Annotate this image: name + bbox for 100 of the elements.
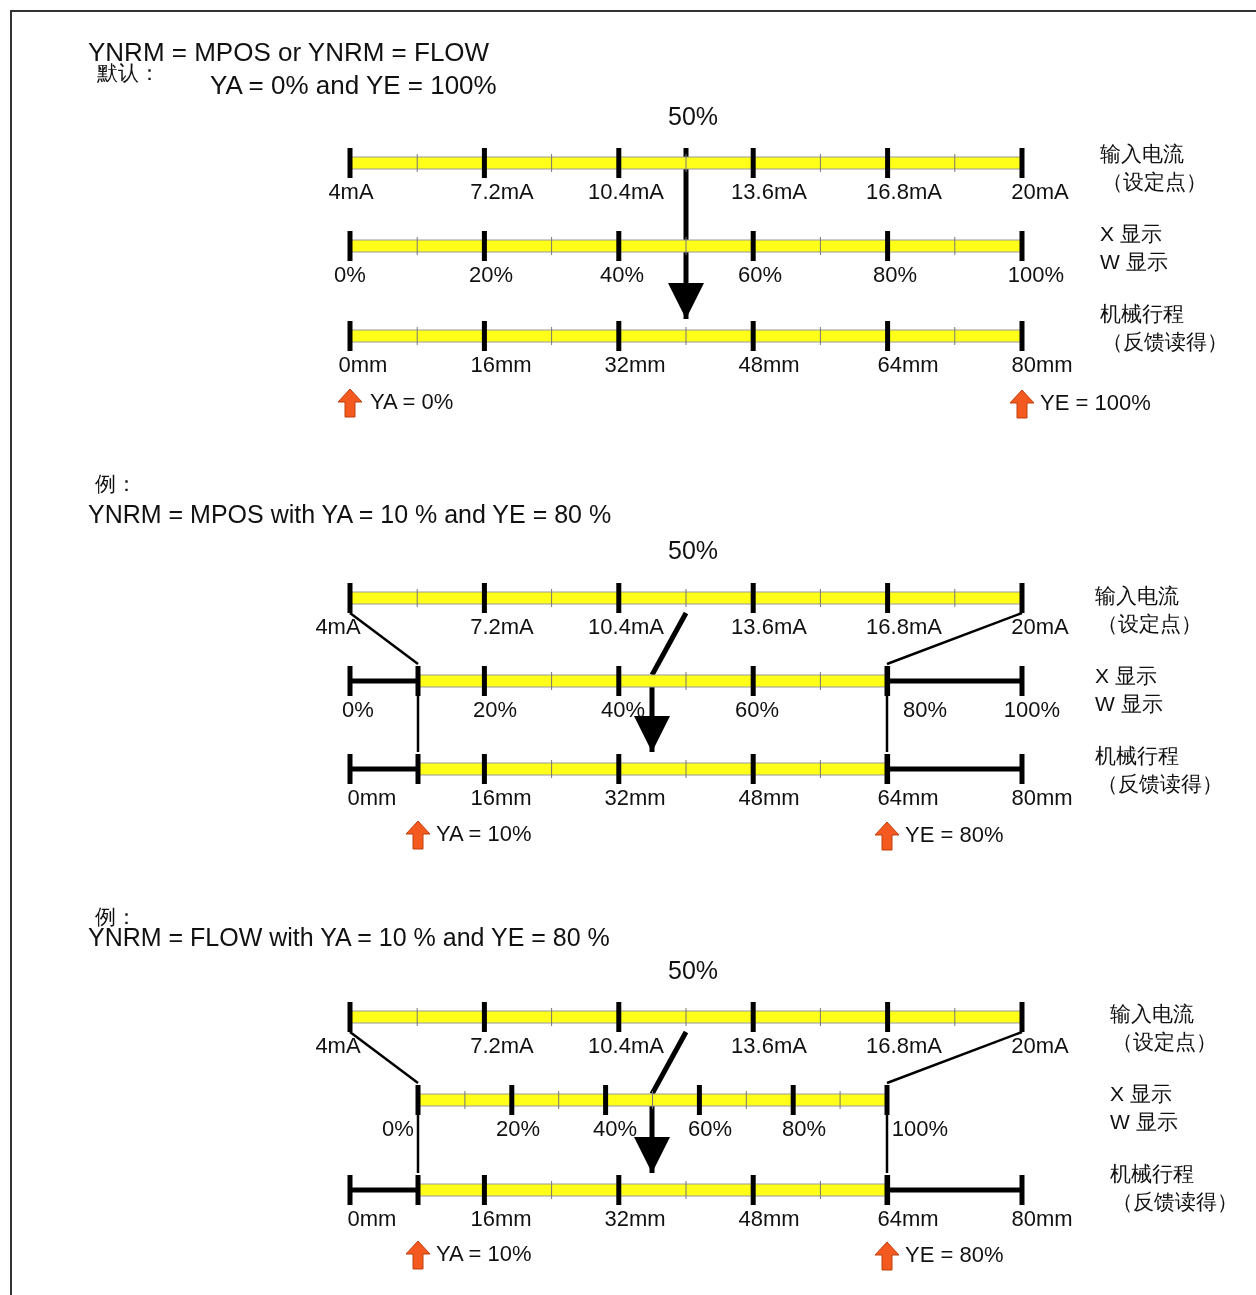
connector-line xyxy=(886,611,1023,666)
axis-caption: 机械行程 xyxy=(1110,1162,1194,1184)
axis-caption: （反馈读得） xyxy=(1097,772,1223,794)
tick-label: 100% xyxy=(1007,264,1065,286)
arrow xyxy=(668,252,704,319)
axis-caption: W 显示 xyxy=(1110,1110,1178,1132)
value-label: 50% xyxy=(668,957,718,983)
tick-label: 13.6mA xyxy=(731,616,807,638)
axis-caption: （反馈读得） xyxy=(1102,330,1228,352)
tick-label: 32mm xyxy=(604,1208,666,1230)
heading: 默认： xyxy=(97,61,160,83)
tick-label: 10.4mA xyxy=(588,1035,664,1057)
axis-caption: 机械行程 xyxy=(1095,744,1179,766)
tick-label: 32mm xyxy=(604,787,666,809)
heading: YA = 0% and YE = 100% xyxy=(210,72,497,98)
tick-label: 0% xyxy=(334,264,366,286)
tick-label: 80mm xyxy=(1011,787,1073,809)
tick-label: 64mm xyxy=(877,1208,939,1230)
tick-label: 16mm xyxy=(470,354,532,376)
axis-caption: X 显示 xyxy=(1100,222,1162,244)
tick-label: 64mm xyxy=(877,354,939,376)
scale-bar xyxy=(346,664,1026,698)
tick-label: 100% xyxy=(1003,699,1061,721)
marker-label: YE = 100% xyxy=(1040,392,1151,414)
scale-bar xyxy=(346,581,1026,615)
tick-label: 40% xyxy=(601,699,645,721)
tick-label: 0mm xyxy=(347,1208,397,1230)
tick-label: 0% xyxy=(382,1118,414,1140)
tick-label: 48mm xyxy=(738,787,800,809)
tick-label: 10.4mA xyxy=(588,181,664,203)
tick-label: 7.2mA xyxy=(470,616,534,638)
connector-line xyxy=(416,696,420,752)
tick-label: 16mm xyxy=(470,1208,532,1230)
axis-caption: 输入电流 xyxy=(1095,584,1179,606)
tick-label: 7.2mA xyxy=(470,1035,534,1057)
tick-label: 20mA xyxy=(1011,1035,1069,1057)
tick-label: 60% xyxy=(735,699,779,721)
tick-label: 48mm xyxy=(738,354,800,376)
axis-caption: （设定点） xyxy=(1102,170,1207,192)
tick-label: 60% xyxy=(688,1118,732,1140)
arrow xyxy=(634,687,670,752)
connector-line xyxy=(885,1115,889,1173)
marker-label: YA = 0% xyxy=(370,391,454,413)
tick-label: 100% xyxy=(891,1118,949,1140)
scale-bar xyxy=(346,229,1026,263)
tick-label: 20mA xyxy=(1011,616,1069,638)
tick-label: 60% xyxy=(738,264,782,286)
marker-label: YA = 10% xyxy=(436,823,532,845)
connector-line xyxy=(886,1030,1023,1085)
connector-line xyxy=(349,612,419,665)
tick-label: 80mm xyxy=(1011,354,1073,376)
marker-label: YE = 80% xyxy=(905,824,1004,846)
tick-label: 48mm xyxy=(738,1208,800,1230)
arrow xyxy=(634,1106,670,1173)
value-label: 50% xyxy=(668,103,718,129)
scale-bar xyxy=(346,752,1026,786)
connector-line xyxy=(649,1030,689,1096)
tick-label: 13.6mA xyxy=(731,181,807,203)
axis-caption: 输入电流 xyxy=(1110,1002,1194,1024)
tick-label: 7.2mA xyxy=(470,181,534,203)
tick-label: 80% xyxy=(873,264,917,286)
tick-label: 80mm xyxy=(1011,1208,1073,1230)
tick-label: 80% xyxy=(903,699,947,721)
tick-label: 40% xyxy=(600,264,644,286)
connector-line xyxy=(649,611,689,677)
tick-label: 64mm xyxy=(877,787,939,809)
axis-caption: （设定点） xyxy=(1112,1030,1217,1052)
axis-caption: X 显示 xyxy=(1095,664,1157,686)
connector-line xyxy=(683,148,689,240)
heading: 例： xyxy=(95,905,137,927)
tick-label: 20mA xyxy=(1011,181,1069,203)
scale-bar xyxy=(346,146,1026,180)
axis-caption: （设定点） xyxy=(1097,612,1202,634)
tick-label: 4mA xyxy=(315,616,361,638)
tick-label: 0% xyxy=(342,699,374,721)
tick-label: 0mm xyxy=(338,354,388,376)
axis-caption: （反馈读得） xyxy=(1112,1190,1238,1212)
tick-label: 16.8mA xyxy=(866,1035,942,1057)
tick-label: 80% xyxy=(782,1118,826,1140)
heading: YNRM = MPOS with YA = 10 % and YE = 80 % xyxy=(88,501,612,527)
marker-label: YE = 80% xyxy=(905,1244,1004,1266)
tick-label: 10.4mA xyxy=(588,616,664,638)
connector-line xyxy=(416,1115,420,1173)
axis-caption: W 显示 xyxy=(1095,692,1163,714)
axis-caption: 机械行程 xyxy=(1100,302,1184,324)
value-label: 50% xyxy=(668,537,718,563)
marker-label: YA = 10% xyxy=(436,1243,532,1265)
axis-caption: 输入电流 xyxy=(1100,142,1184,164)
tick-label: 40% xyxy=(593,1118,637,1140)
tick-label: 4mA xyxy=(328,181,374,203)
tick-label: 20% xyxy=(496,1118,540,1140)
tick-label: 0mm xyxy=(347,787,397,809)
connector-line xyxy=(885,696,889,752)
tick-label: 16mm xyxy=(470,787,532,809)
tick-label: 13.6mA xyxy=(731,1035,807,1057)
scale-bar xyxy=(346,1000,1026,1034)
heading: 例： xyxy=(95,472,137,494)
scale-bar xyxy=(346,319,1026,353)
tick-label: 16.8mA xyxy=(866,616,942,638)
axis-caption: W 显示 xyxy=(1100,250,1168,272)
